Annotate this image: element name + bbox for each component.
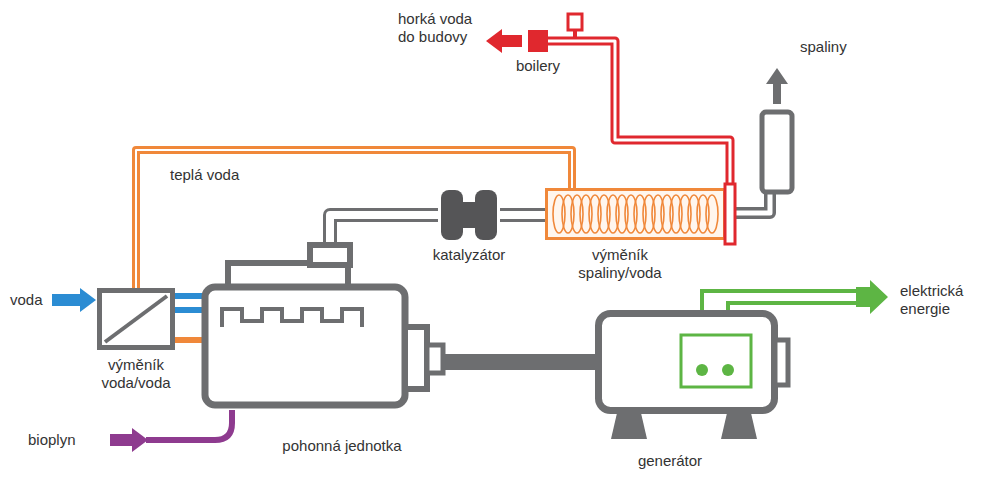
pipe-wall [500, 208, 545, 222]
component-label: boilery [506, 57, 570, 75]
outlet-label: horká voda do budovy [398, 10, 486, 46]
pipe-bore [330, 215, 438, 245]
pipe-connector [500, 215, 545, 216]
pipe-connector [330, 215, 438, 245]
exchanger-shell [547, 190, 725, 239]
hot-water-arrow [486, 29, 522, 53]
biogas-inlet-arrow [110, 428, 148, 452]
water-inlet-arrow [52, 288, 96, 312]
generator-cap [775, 340, 788, 385]
pipe-connector [445, 362, 595, 363]
node-shape [97, 288, 175, 350]
component-label: katalyzátor [413, 246, 525, 264]
pipe-wall [548, 41, 730, 188]
exchanger-plate [105, 296, 167, 342]
component-label: generátor [615, 452, 725, 470]
heat-exchanger-node: výměník spaliny/voda [545, 188, 735, 240]
component-label: výměník spaliny/voda [565, 246, 675, 282]
power-arrow [856, 280, 888, 314]
pipe-line [175, 307, 205, 313]
generator-terminal-box [681, 335, 751, 387]
exhaust-label: spaliny [800, 38, 880, 56]
catalyst-block [475, 190, 497, 240]
node-shape [545, 188, 735, 240]
biogas-pipe [146, 410, 232, 440]
pipe-connector [175, 296, 205, 340]
engine-flange [405, 327, 427, 389]
pipe-line [175, 337, 205, 343]
exchanger-body [100, 291, 173, 348]
generator-foot [721, 413, 757, 439]
generator-node: generátor [595, 305, 790, 445]
node-shape [438, 190, 500, 240]
generator-foot [611, 413, 647, 439]
output-label: elektrická energie [900, 282, 985, 318]
pipe-line [175, 293, 205, 299]
terminal-dot [696, 364, 708, 376]
pipe-connector [548, 41, 730, 188]
generator-body [599, 314, 775, 411]
pipe-wall [330, 215, 438, 245]
catalyst-core [462, 202, 476, 228]
pipe-line [445, 354, 595, 370]
boiler-valve [568, 14, 582, 30]
exchanger-node: výměník voda/voda [97, 288, 175, 350]
pipe-bore [500, 211, 545, 219]
pipe-bore [548, 41, 730, 188]
inlet-label: voda [10, 291, 50, 309]
coil-turn [706, 195, 718, 233]
engine-node: pohonná jednotka [200, 245, 445, 415]
exchanger-flange [725, 184, 735, 244]
engine-coupling [427, 345, 443, 373]
catalyst-block [441, 190, 463, 240]
exhaust-port [310, 245, 350, 265]
engine-cylinders [222, 309, 362, 327]
node-shape [200, 245, 445, 415]
pipe-connector [136, 150, 572, 288]
boiler-body [528, 30, 548, 52]
terminal-dot [722, 364, 734, 376]
pipe-wall [136, 150, 572, 288]
exhaust-arrow-head [766, 68, 788, 84]
pipe-bore [136, 150, 572, 288]
exhaust-arrow-shaft [773, 82, 781, 104]
inlet-label: bioplyn [28, 431, 108, 449]
component-label: výměník voda/voda [85, 356, 187, 392]
engine-block [205, 287, 405, 405]
node-shape [595, 305, 790, 445]
pipe-label: teplá voda [168, 166, 241, 184]
boiler-node: boilery [528, 30, 548, 52]
node-shape [528, 30, 548, 52]
catalyst-node: katalyzátor [438, 190, 500, 240]
component-label: pohonná jednotka [262, 437, 422, 455]
exhaust-stack [762, 112, 792, 192]
